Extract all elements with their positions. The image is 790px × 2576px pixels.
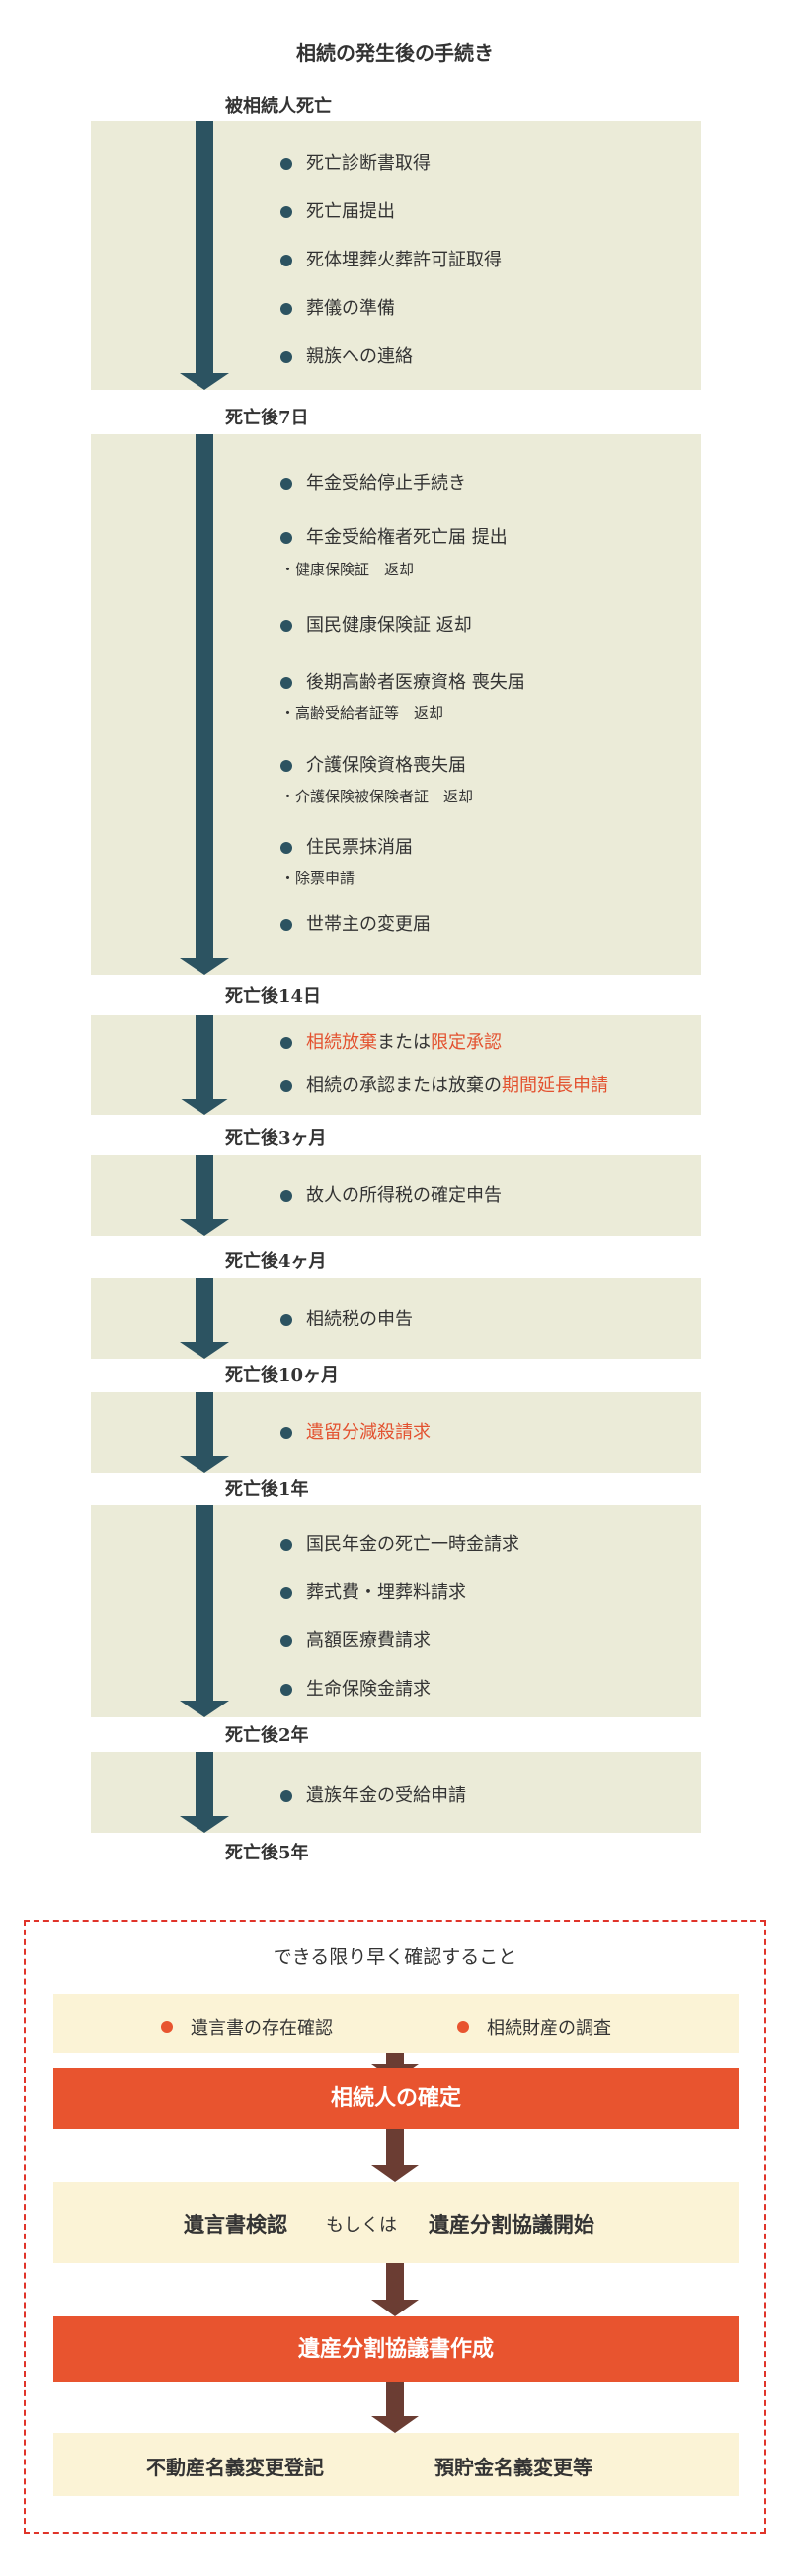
- task-item: 相続の承認または放棄の期間延長申請: [280, 1074, 608, 1098]
- task-item: 後期高齢者医療資格 喪失届: [280, 671, 525, 695]
- task-item: 相続税の申告: [280, 1308, 413, 1331]
- bullet-icon: [280, 620, 292, 632]
- bullet-icon: [280, 919, 292, 931]
- bullet-icon: [280, 158, 292, 170]
- check-item: 相続財産の調査: [487, 2018, 611, 2039]
- task-item: 遺族年金の受給申請: [280, 1784, 466, 1808]
- task-item: 死体埋葬火葬許可証取得: [280, 249, 502, 272]
- step-agreement-doc: 遺産分割協議書作成: [53, 2316, 739, 2382]
- bullet-icon: [280, 1790, 292, 1802]
- task-item: 相続放棄または限定承認: [280, 1031, 502, 1055]
- timeline-arrow: [180, 1505, 229, 1717]
- deposit-transfer-text: 預貯金名義変更等: [434, 2456, 592, 2479]
- bullet-icon: [280, 303, 292, 315]
- task-item: 故人の所得税の確定申告: [280, 1184, 502, 1208]
- task-subnote: ・除票申請: [280, 870, 356, 887]
- bullet-icon: [280, 760, 292, 772]
- flow-arrow: [371, 2263, 419, 2316]
- task-item: 死亡診断書取得: [280, 152, 431, 176]
- period-box: [91, 1505, 701, 1717]
- task-item: 葬式費・埋葬料請求: [280, 1581, 466, 1605]
- bullet-icon: [280, 255, 292, 266]
- period-label: 死亡後10ヶ月: [225, 1365, 340, 1386]
- bullet-icon: [280, 351, 292, 363]
- task-item: 年金受給権者死亡届 提出: [280, 526, 508, 550]
- bullet-icon: [280, 478, 292, 490]
- step-will-box: [53, 2182, 739, 2263]
- period-label: 死亡後3ヶ月: [225, 1128, 327, 1149]
- timeline-arrow: [180, 121, 229, 390]
- flow-arrow: [371, 2382, 419, 2433]
- or-text: もしくは: [326, 2215, 397, 2235]
- task-item: 国民健康保険証 返却: [280, 614, 472, 638]
- period-box: [91, 121, 701, 390]
- bullet-icon: [280, 1037, 292, 1049]
- bullet-icon: [280, 1080, 292, 1092]
- page-title: 相続の発生後の手続き: [296, 41, 494, 65]
- bullet-icon: [280, 842, 292, 854]
- check-box: [53, 1994, 739, 2053]
- timeline-arrow: [180, 434, 229, 975]
- timeline-arrow: [180, 1278, 229, 1359]
- period-label: 被相続人死亡: [225, 96, 332, 116]
- bullet-icon: [280, 1314, 292, 1326]
- bullet-icon: [280, 1587, 292, 1599]
- timeline-arrow: [180, 1752, 229, 1833]
- timeline-arrow: [180, 1015, 229, 1115]
- bullet-icon: [280, 532, 292, 544]
- bullet-icon: [280, 1427, 292, 1439]
- bullet-icon: [280, 1190, 292, 1202]
- task-item: 高額医療費請求: [280, 1629, 431, 1653]
- task-item: 死亡届提出: [280, 200, 395, 224]
- check-item: 遺言書の存在確認: [191, 2018, 333, 2039]
- task-item: 生命保険金請求: [280, 1678, 431, 1702]
- asap-title: できる限り早く確認すること: [273, 1946, 517, 1968]
- bullet-icon: [161, 2021, 173, 2033]
- bullet-icon: [280, 677, 292, 689]
- task-subnote: ・健康保険証 返却: [280, 561, 415, 578]
- period-label: 死亡後1年: [225, 1479, 309, 1500]
- period-label: 死亡後14日: [225, 986, 322, 1007]
- task-item: 住民票抹消届: [280, 836, 413, 860]
- division-start-text: 遺産分割協議開始: [429, 2212, 594, 2236]
- period-box: [91, 434, 701, 975]
- task-subnote: ・介護保険被保険者証 返却: [280, 788, 474, 805]
- period-label: 死亡後4ヶ月: [225, 1251, 327, 1272]
- period-label: 死亡後5年: [225, 1843, 309, 1863]
- task-item: 介護保険資格喪失届: [280, 754, 466, 778]
- task-item: 世帯主の変更届: [280, 913, 431, 937]
- step-transfer-box: [53, 2433, 739, 2496]
- timeline-arrow: [180, 1392, 229, 1473]
- task-item: 葬儀の準備: [280, 297, 395, 321]
- timeline-arrow: [180, 1155, 229, 1236]
- flow-arrow: [371, 2129, 419, 2182]
- task-subnote: ・高齢受給者証等 返却: [280, 704, 444, 721]
- task-item: 国民年金の死亡一時金請求: [280, 1533, 519, 1556]
- bullet-icon: [280, 206, 292, 218]
- will-probate-text: 遺言書検認: [184, 2212, 287, 2236]
- task-item: 遺留分減殺請求: [280, 1421, 431, 1445]
- asap-frame: [24, 1920, 766, 2534]
- step-heirs-confirmed: 相続人の確定: [53, 2068, 739, 2129]
- bullet-icon: [280, 1539, 292, 1551]
- period-label: 死亡後7日: [225, 408, 309, 428]
- bullet-icon: [280, 1684, 292, 1696]
- bullet-icon: [457, 2021, 469, 2033]
- period-label: 死亡後2年: [225, 1725, 309, 1746]
- real-estate-transfer-text: 不動産名義変更登記: [146, 2456, 324, 2479]
- task-item: 年金受給停止手続き: [280, 472, 466, 495]
- task-item: 親族への連絡: [280, 345, 413, 369]
- bullet-icon: [280, 1635, 292, 1647]
